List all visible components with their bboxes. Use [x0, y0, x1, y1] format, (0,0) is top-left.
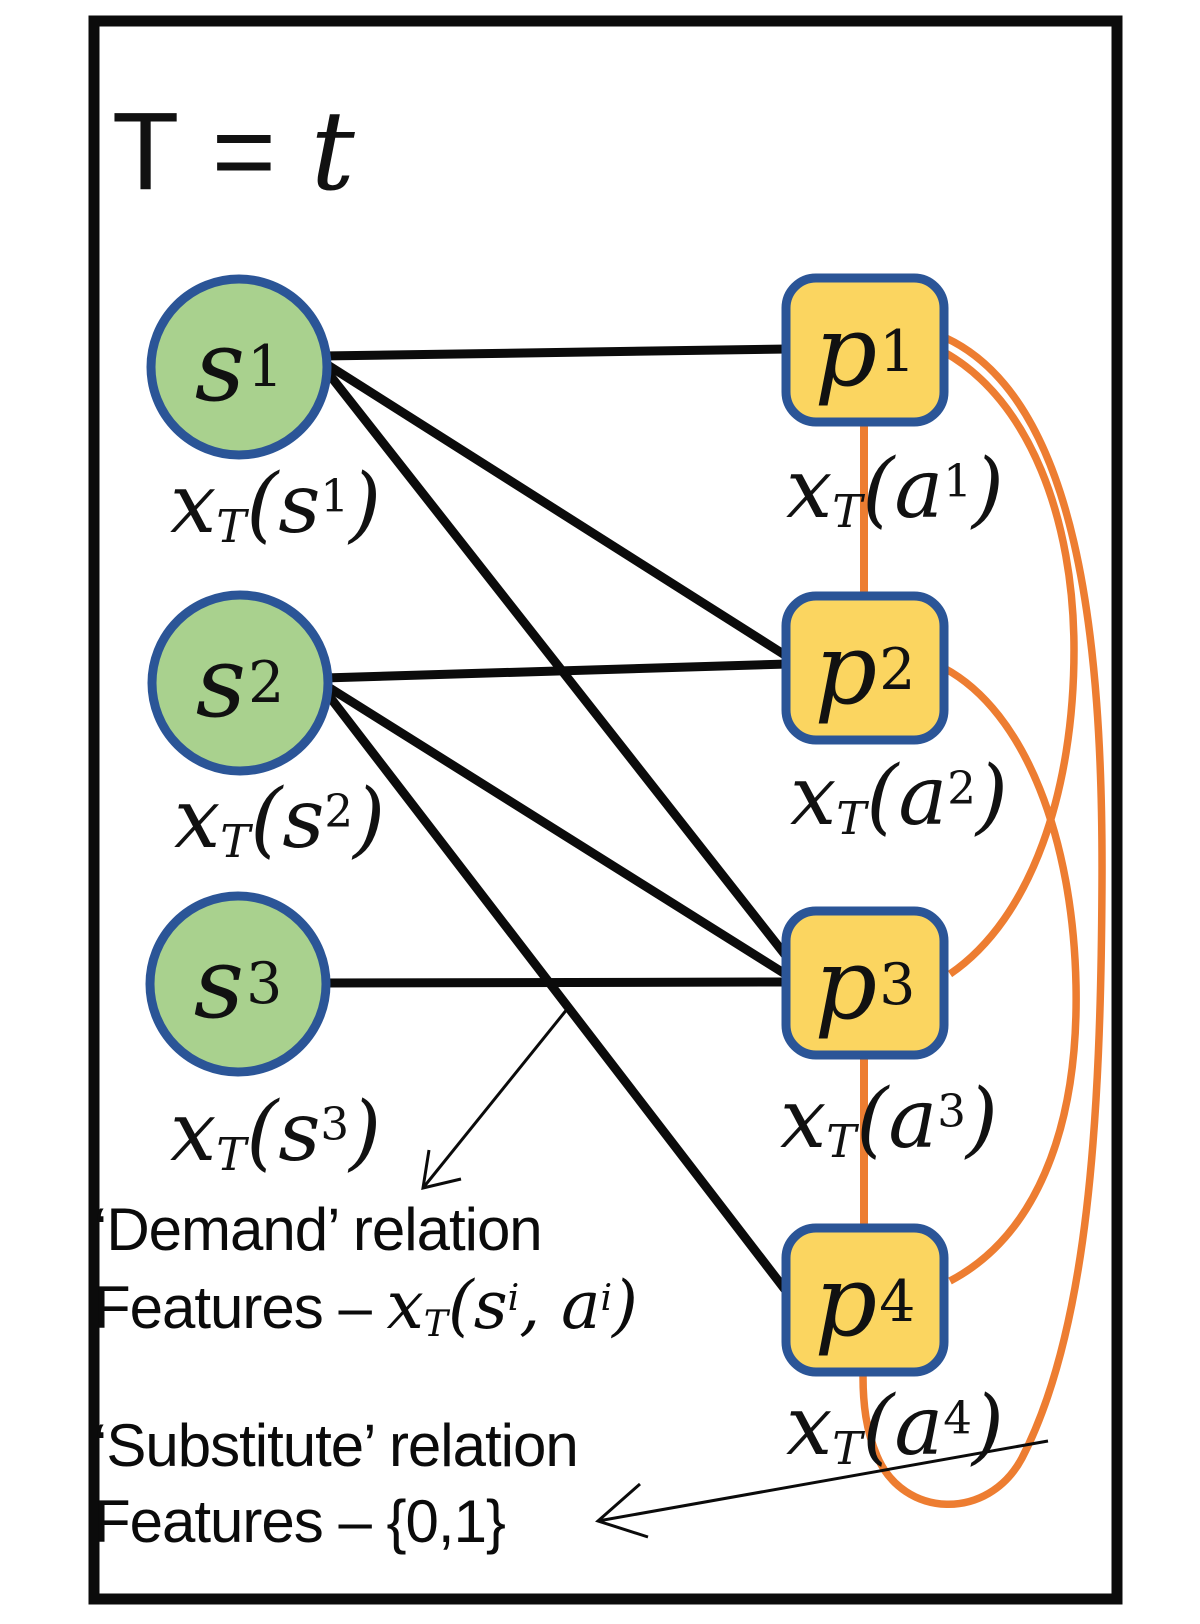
substitute-arc-p1-p4 [859, 334, 1106, 1508]
feature-label-s3: xT(s3) [170, 1085, 382, 1181]
feature-label-a4: xT(a4) [786, 1379, 1004, 1475]
feature-label-a1: xT(a1) [786, 442, 1004, 538]
substitute-arc-p2-p4 [942, 664, 1080, 1285]
demand-edge-s1-p2 [320, 358, 791, 661]
demand-edge-s2-p2 [323, 659, 789, 683]
figure-border [88, 15, 1123, 1605]
substitute-note-pointer-line [597, 1439, 1049, 1523]
product-node-p4 [781, 1223, 949, 1377]
demand-edge-s1-p1 [321, 344, 789, 361]
demand-edge-s2-p3 [322, 681, 793, 981]
demand-edge-s2-p4 [322, 689, 794, 1299]
supplier-node-s3 [145, 891, 331, 1077]
demand-note-pointer-line [421, 1007, 570, 1189]
demand-edge-s3-p3 [322, 977, 791, 988]
feature-label-s1: xT(s1) [170, 457, 382, 553]
substitute-note-arrowhead-icon [595, 1482, 649, 1539]
title-time-variable: t [310, 87, 357, 215]
demand-relation-note: ‘Demand’ relation Features – xT(si, ai) [94, 1192, 638, 1346]
demand-note-line2: Features – xT(si, ai) [94, 1267, 638, 1345]
demand-feature-formula: xT(si, ai) [386, 1267, 638, 1345]
product-node-p1 [781, 273, 949, 427]
supplier-node-s2 [147, 590, 333, 776]
product-node-p2 [781, 591, 949, 745]
product-node-p3 [781, 906, 949, 1060]
feature-label-a3: xT(a3) [780, 1072, 998, 1168]
supplier-node-s1 [146, 274, 332, 460]
demand-note-arrowhead-icon [421, 1149, 462, 1190]
figure-title: T = t [112, 96, 357, 207]
substitute-arc-p1-p3 [942, 348, 1078, 978]
demand-note-line1: ‘Demand’ relation [94, 1196, 543, 1263]
feature-label-s2: xT(s2) [174, 772, 386, 868]
substitute-note-line2: Features – {0,1} [94, 1488, 506, 1555]
demand-edge-s1-p3 [321, 366, 794, 964]
feature-label-a2: xT(a2) [790, 749, 1008, 845]
substitute-note-line1: ‘Substitute’ relation [94, 1412, 579, 1479]
title-prefix: T = [112, 90, 311, 213]
substitute-relation-note: ‘Substitute’ relation Features – {0,1} [94, 1408, 579, 1560]
